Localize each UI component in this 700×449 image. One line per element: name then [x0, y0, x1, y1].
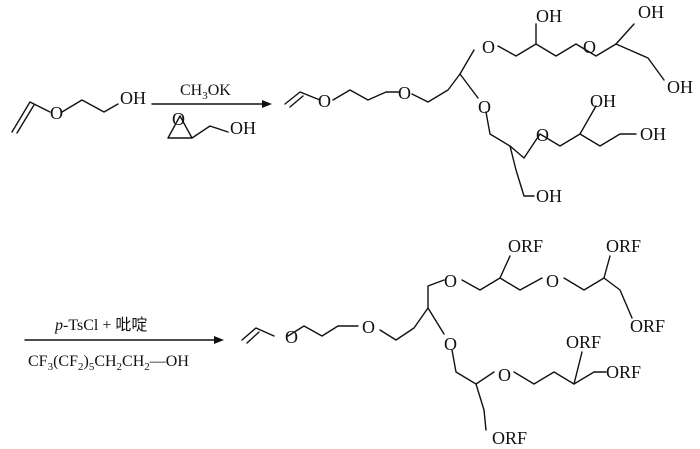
- svg-text:O: O: [444, 271, 457, 291]
- product2-orf-2: ORF: [606, 236, 641, 256]
- svg-text:O: O: [536, 125, 549, 145]
- svg-text:O: O: [546, 271, 559, 291]
- product2-orf-5: ORF: [606, 362, 641, 382]
- svg-text:O: O: [285, 327, 298, 347]
- step1-conditions: CH3OK O OH: [151, 82, 272, 139]
- start-chain: [61, 99, 119, 113]
- product1-oh-2: OH: [638, 2, 664, 22]
- step2-reagent: p-TsCl + 吡啶: [54, 316, 147, 334]
- step1-arrowhead: [262, 100, 272, 108]
- svg-text:O: O: [444, 334, 457, 354]
- svg-text:O: O: [478, 97, 491, 117]
- svg-text:O: O: [362, 317, 375, 337]
- start-skeleton: [11, 101, 51, 133]
- product-1: O O O O O O OH OH OH OH OH OH: [284, 2, 693, 206]
- product2-orf-1: ORF: [508, 236, 543, 256]
- svg-text:O: O: [482, 37, 495, 57]
- svg-text:O: O: [498, 365, 511, 385]
- product2-orf-3: ORF: [630, 316, 665, 336]
- step1-reagent: CH3OK: [180, 82, 231, 102]
- svg-text:O: O: [318, 91, 331, 111]
- product1-oh-4: OH: [590, 91, 616, 111]
- start-hydroxyl: OH: [120, 88, 146, 108]
- svg-text:O: O: [172, 109, 185, 129]
- product1-oh-5: OH: [640, 124, 666, 144]
- product-2: O O O O O O ORF ORF ORF ORF ORF ORF: [241, 236, 665, 448]
- step2-arrowhead: [214, 336, 224, 344]
- step2-solvent: CF3(CF2)5CH2CH2—OH: [28, 353, 189, 373]
- product2-orf-6: ORF: [492, 428, 527, 448]
- product1-oh-6: OH: [536, 186, 562, 206]
- svg-text:O: O: [398, 83, 411, 103]
- step2-conditions: p-TsCl + 吡啶 CF3(CF2)5CH2CH2—OH: [24, 316, 224, 373]
- glycidol-structure: O OH: [167, 109, 256, 139]
- product1-oh-1: OH: [536, 6, 562, 26]
- starting-material: O OH: [11, 88, 146, 134]
- product2-orf-4: ORF: [566, 332, 601, 352]
- product1-oh-3: OH: [667, 77, 693, 97]
- svg-text:O: O: [583, 37, 596, 57]
- glycidol-hydroxyl: OH: [230, 118, 256, 138]
- start-oxygen: O: [50, 103, 63, 123]
- start-double-bond: [16, 104, 35, 134]
